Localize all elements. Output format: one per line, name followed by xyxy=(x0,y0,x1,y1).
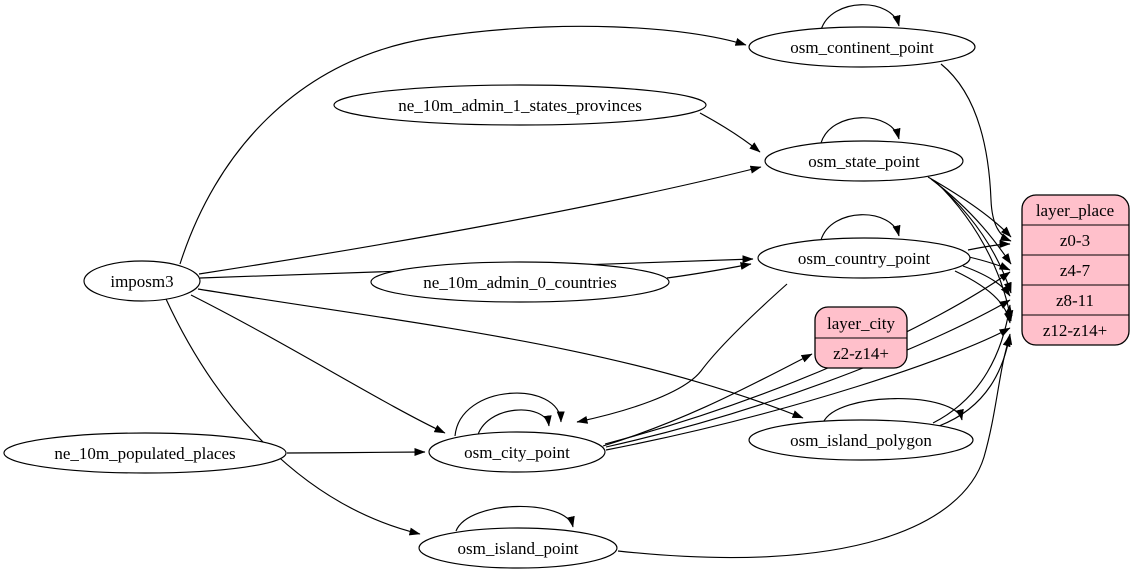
node-osm-continent-point: osm_continent_point xyxy=(748,26,976,68)
edge-osm-country-point-to-layer-place-z0-3 xyxy=(967,240,1011,251)
node-osm-island-polygon-label: osm_island_polygon xyxy=(790,431,932,450)
record-layer-place-box xyxy=(1021,194,1130,346)
edge-osm-country-point-to-layer-place-z12-z14 xyxy=(954,270,1012,324)
node-osm-state-point-shape xyxy=(764,140,964,182)
node-osm-island-polygon: osm_island_polygon xyxy=(748,419,974,461)
record-layer-place-row-z12-z14: z12-z14+ xyxy=(1043,321,1107,340)
node-osm-city-point-shape xyxy=(428,431,606,473)
node-ne-10m-populated-places-shape xyxy=(3,432,287,474)
node-ne-10m-admin-1-shape xyxy=(333,84,707,126)
record-layer-place-title: layer_place xyxy=(1036,201,1114,220)
edge-osm-continent-point-self xyxy=(820,4,901,31)
node-osm-country-point-shape xyxy=(757,237,971,279)
node-ne-10m-populated-places: ne_10m_populated_places xyxy=(3,432,287,474)
edge-ne-10m-populated-places-to-osm-city-point xyxy=(286,448,426,457)
node-osm-island-polygon-shape xyxy=(748,419,974,461)
node-osm-island-point-label: osm_island_point xyxy=(458,539,579,558)
node-osm-state-point-label: osm_state_point xyxy=(808,152,920,171)
record-layer-city: layer_city z2-z14+ xyxy=(814,306,908,369)
node-osm-city-point-label: osm_city_point xyxy=(464,443,570,462)
edge-osm-island-point-to-layer-place-z12-z14 xyxy=(617,335,1011,559)
edge-osm-city-point-self-inner xyxy=(476,409,552,439)
node-ne-10m-admin-0-countries: ne_10m_admin_0_countries xyxy=(370,261,670,303)
edge-osm-city-point-to-layer-place-z12-z14 xyxy=(605,327,1011,451)
node-imposm3-label: imposm3 xyxy=(110,272,173,291)
node-osm-state-point: osm_state_point xyxy=(764,140,964,182)
node-osm-country-point: osm_country_point xyxy=(757,237,971,279)
edge-osm-state-point-to-layer-place-z0-3 xyxy=(927,176,1012,238)
node-ne-10m-admin-1-states-provinces: ne_10m_admin_1_states_provinces xyxy=(333,84,707,126)
edge-osm-country-point-to-osm-city-point xyxy=(576,283,788,424)
edge-osm-country-point-self xyxy=(820,214,901,241)
node-ne-10m-admin-0-shape xyxy=(370,261,670,303)
edge-ne-10m-admin-0-to-osm-country-point xyxy=(666,262,752,279)
nodes-layer: imposm3 ne_10m_admin_1_states_provinces … xyxy=(3,26,976,569)
node-ne-10m-admin-0-label: ne_10m_admin_0_countries xyxy=(423,273,617,292)
record-layer-city-title: layer_city xyxy=(827,314,895,333)
edge-osm-city-point-to-layer-place-z8-11 xyxy=(605,299,1011,448)
edge-osm-state-point-to-layer-place-z8-11 xyxy=(932,179,1012,294)
record-layer-place-row-z0-3: z0-3 xyxy=(1060,231,1090,250)
record-layer-city-row-z2-z14: z2-z14+ xyxy=(833,344,889,363)
edge-imposm3-to-osm-island-polygon xyxy=(197,288,804,419)
node-osm-continent-point-label: osm_continent_point xyxy=(790,38,934,57)
edge-imposm3-to-osm-city-point xyxy=(190,294,446,434)
node-osm-city-point: osm_city_point xyxy=(428,431,606,473)
edge-osm-island-point-self xyxy=(455,505,575,532)
edge-imposm3-to-osm-island-point xyxy=(165,298,421,536)
node-ne-10m-populated-places-label: ne_10m_populated_places xyxy=(54,444,235,463)
edge-osm-country-point-to-layer-place-z4-7 xyxy=(968,256,1011,271)
record-layer-place-row-z4-7: z4-7 xyxy=(1060,261,1091,280)
record-layer-place: layer_place z0-3 z4-7 z8-11 z12-z14+ xyxy=(1021,194,1130,346)
node-imposm3: imposm3 xyxy=(83,260,201,302)
node-ne-10m-admin-1-label: ne_10m_admin_1_states_provinces xyxy=(398,96,642,115)
edge-ne-10m-admin-1-to-osm-state-point xyxy=(699,112,761,153)
node-imposm3-shape xyxy=(83,260,201,302)
node-osm-continent-point-shape xyxy=(748,26,976,68)
record-layer-place-row-z8-11: z8-11 xyxy=(1056,291,1094,310)
edge-osm-state-point-self xyxy=(820,117,901,144)
node-osm-island-point-shape xyxy=(418,527,618,569)
edge-osm-city-point-to-layer-place-z4-7 xyxy=(604,271,1011,445)
edge-osm-continent-point-to-layer-place-z0-3 xyxy=(940,63,1012,242)
edge-osm-city-point-self-outer xyxy=(454,392,565,437)
node-osm-country-point-label: osm_country_point xyxy=(798,249,930,268)
node-osm-island-point: osm_island_point xyxy=(418,527,618,569)
edge-imposm3-to-osm-state-point xyxy=(198,165,762,275)
edge-imposm3-to-osm-continent-point xyxy=(179,25,747,265)
edge-osm-island-polygon-to-layer-place-z8-11 xyxy=(932,304,1013,424)
edge-osm-island-polygon-self xyxy=(822,398,964,424)
